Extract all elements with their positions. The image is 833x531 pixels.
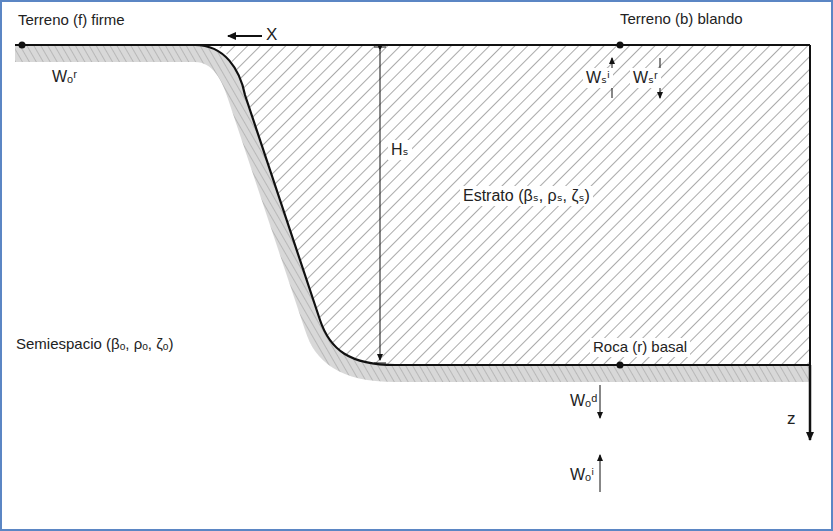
label: Estrato (βₛ, ρₛ, ζₛ) bbox=[460, 186, 593, 206]
right-edge bbox=[809, 45, 811, 365]
label: Semiespacio (βₒ, ρₒ, ζₒ) bbox=[16, 336, 173, 353]
point-f bbox=[19, 42, 26, 49]
label: Terreno (f) firme bbox=[18, 12, 125, 29]
wo-i-arrow bbox=[600, 455, 601, 492]
label: X bbox=[266, 26, 277, 45]
label: Terreno (b) blando bbox=[620, 11, 743, 28]
wo-d-arrow bbox=[600, 385, 601, 418]
stratum-hatch bbox=[215, 45, 810, 365]
surface-line bbox=[195, 44, 810, 46]
hs-dimension bbox=[380, 50, 381, 360]
x-axis bbox=[228, 35, 262, 37]
label: z bbox=[787, 410, 796, 429]
interface-line bbox=[15, 45, 810, 365]
z-axis bbox=[809, 365, 812, 440]
point-b bbox=[617, 42, 624, 49]
label: Wₒᵈ bbox=[570, 392, 597, 410]
point-r bbox=[617, 362, 624, 369]
label: Wₛʳ bbox=[630, 68, 661, 88]
label: Wₛⁱ bbox=[583, 68, 613, 88]
label: Roca (r) basal bbox=[590, 338, 690, 357]
label: Wₒʳ bbox=[52, 68, 77, 86]
halfspace-band bbox=[15, 45, 810, 382]
label: Hₛ bbox=[388, 140, 412, 160]
label: Wₒⁱ bbox=[570, 466, 594, 484]
